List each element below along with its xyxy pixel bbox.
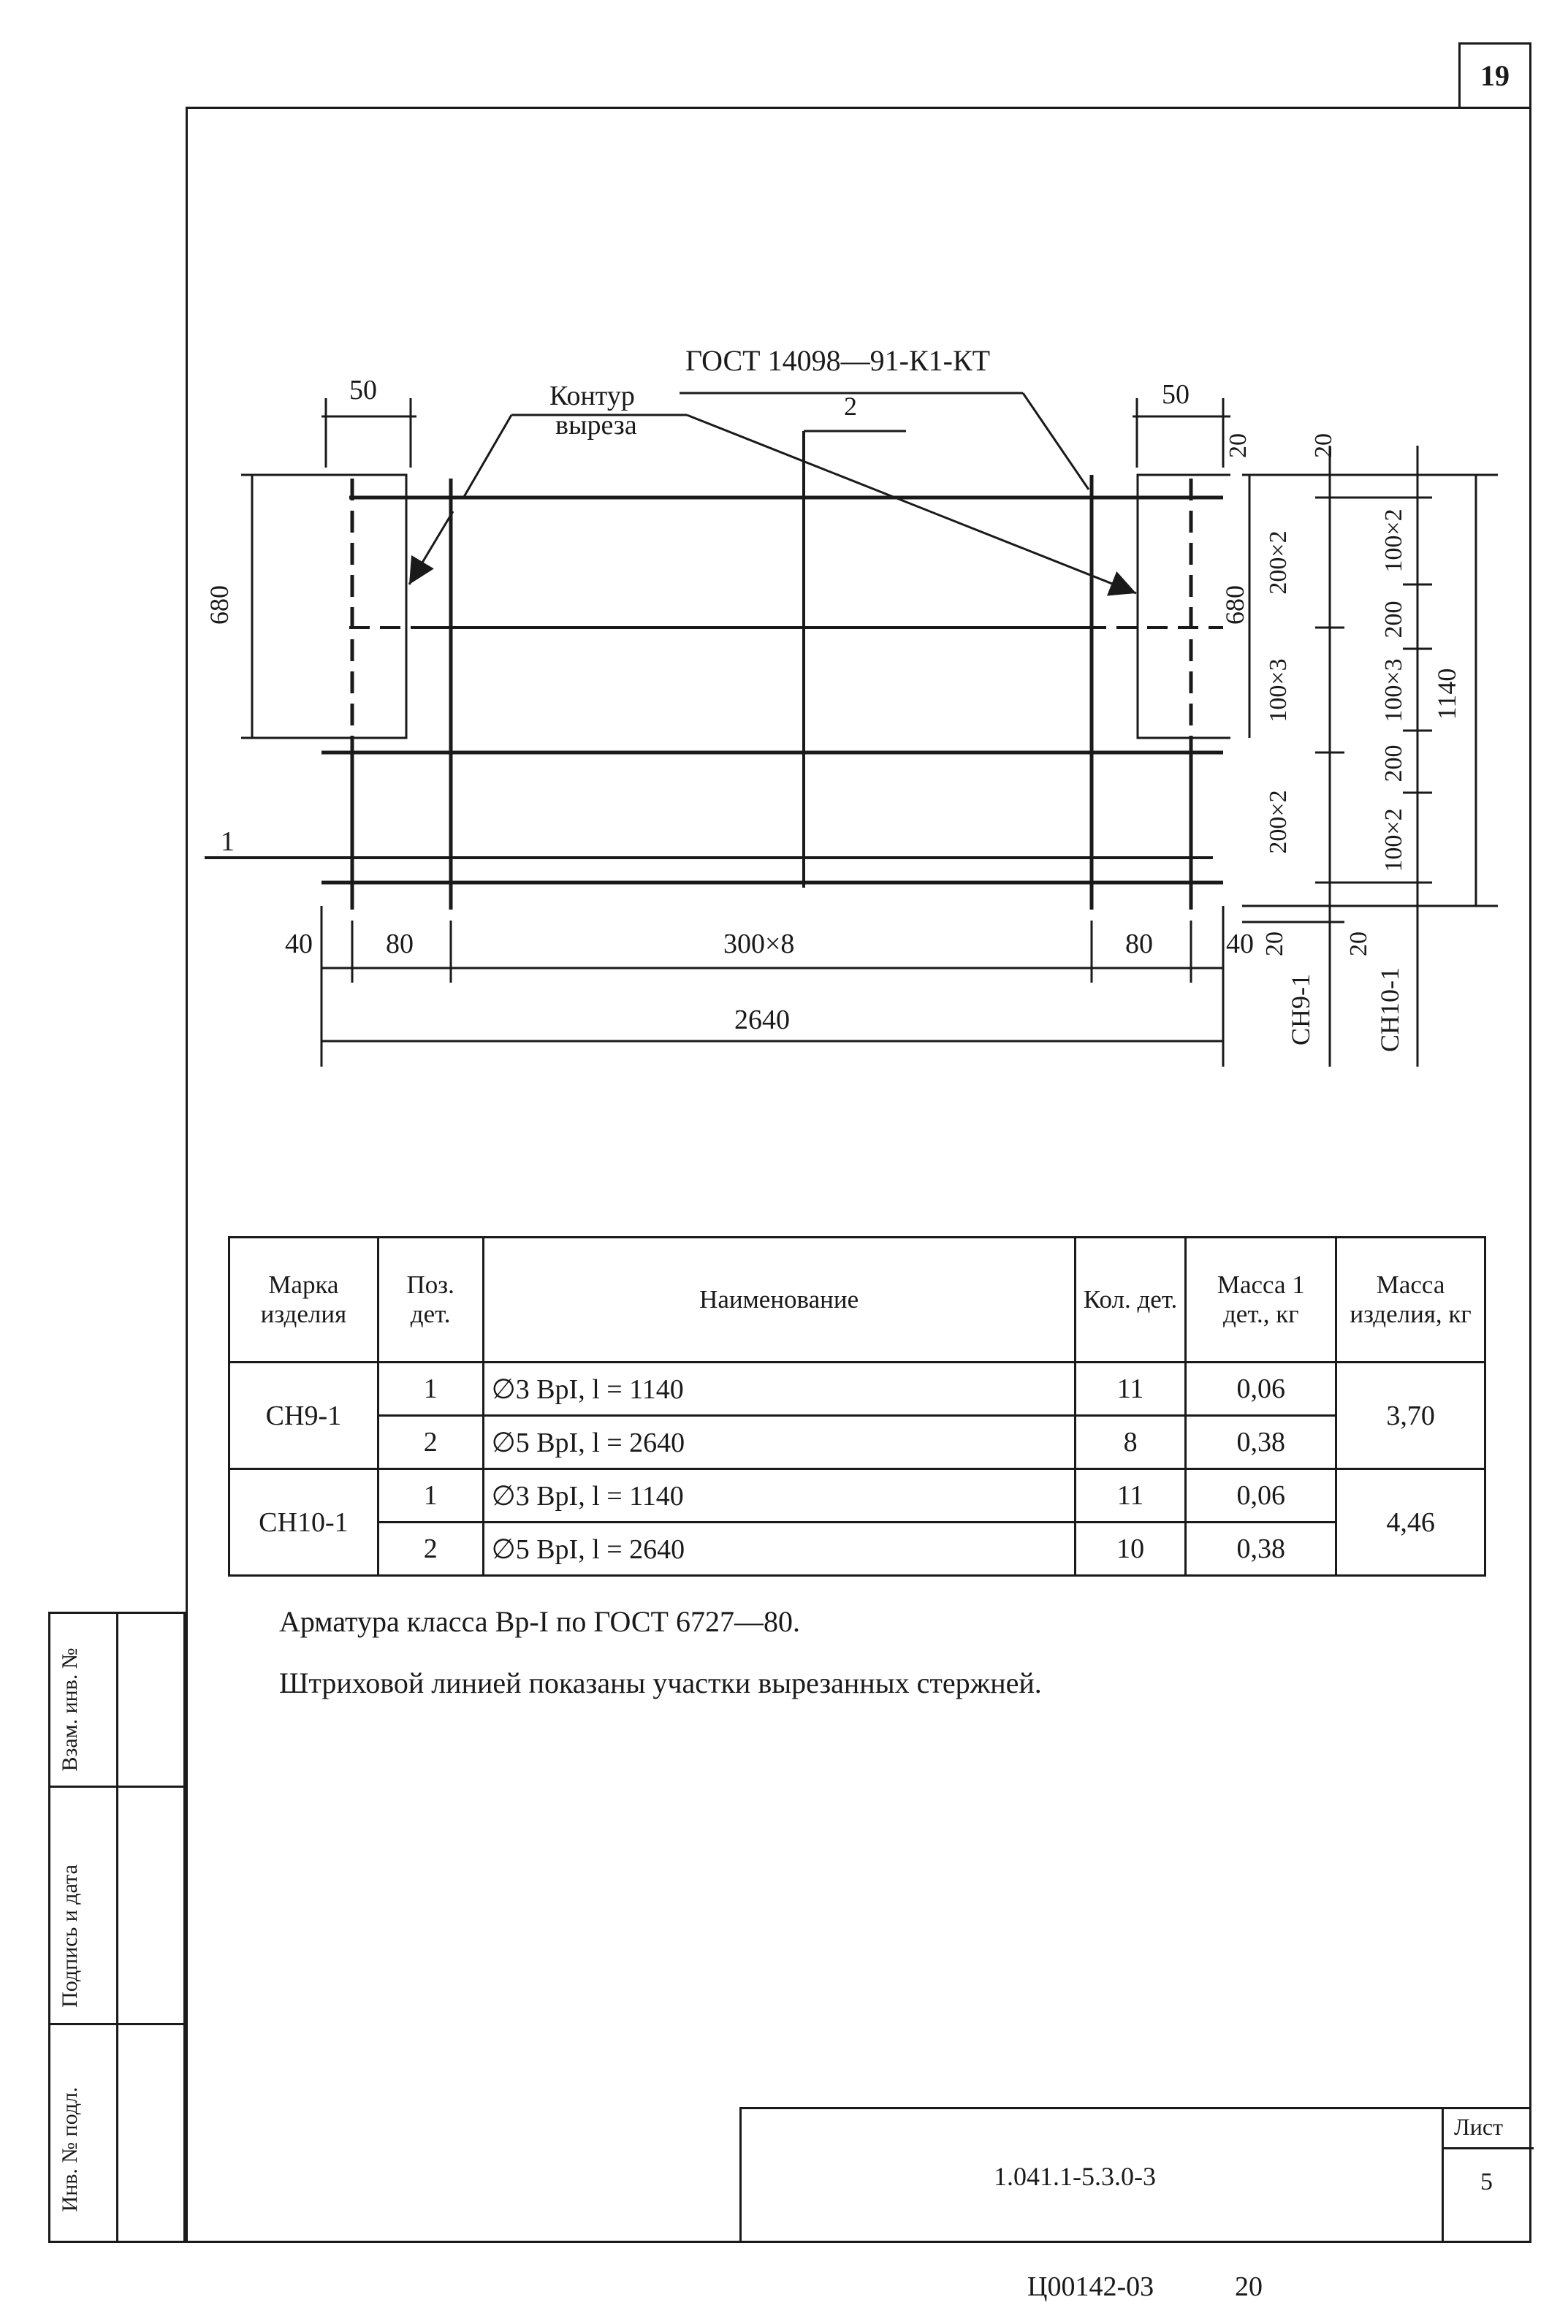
cell-mass-total: 4,46 xyxy=(1335,1468,1486,1577)
cell-name: ∅5 ВрI, l = 2640 xyxy=(482,1521,1076,1577)
mark-cn9-label: СН9-1 xyxy=(1286,974,1315,1045)
cell-qty: 8 xyxy=(1073,1414,1187,1470)
cell-pos: 1 xyxy=(376,1361,484,1417)
header-mass-total: Масса изделия, кг xyxy=(1335,1236,1486,1363)
cell-name: ∅5 ВрI, l = 2640 xyxy=(482,1414,1076,1470)
cell-mass-one: 0,06 xyxy=(1184,1468,1338,1523)
note-dashed-lines: Штриховой линией показаны участки выреза… xyxy=(279,1666,1042,1699)
header-qty: Кол. дет. xyxy=(1073,1236,1187,1363)
contour-label-2: выреза xyxy=(555,410,637,441)
contour-label: Контур xyxy=(549,381,635,411)
dim-40-left: 40 xyxy=(285,929,313,959)
cell-mark: СН9-1 xyxy=(228,1361,379,1470)
cell-pos: 1 xyxy=(376,1468,484,1523)
dim-80-right: 80 xyxy=(1125,929,1153,959)
position-2-label: 2 xyxy=(844,392,857,421)
sheet-frame xyxy=(186,107,1531,2243)
dim-100x2-bottom: 100×2 xyxy=(1380,808,1407,872)
side-stamp xyxy=(48,1612,186,2243)
dim-80-left: 80 xyxy=(386,929,414,959)
note-reinforcement-class: Арматура класса Вр-I по ГОСТ 6727—80. xyxy=(279,1605,800,1638)
title-block xyxy=(739,2107,1534,2243)
header-pos: Поз. дет. xyxy=(376,1236,484,1363)
dim-2640: 2640 xyxy=(734,1005,790,1035)
cell-name: ∅3 ВрI, l = 1140 xyxy=(482,1361,1076,1417)
dim-40-right: 40 xyxy=(1226,929,1254,959)
table-header-row: Марка изделия Поз. дет. Наименование Кол… xyxy=(228,1236,1486,1363)
dim-50-right: 50 xyxy=(1162,379,1190,410)
footer-code: Ц00142-03 xyxy=(1027,2271,1154,2302)
header-name: Наименование xyxy=(482,1236,1076,1363)
cell-pos: 2 xyxy=(376,1414,484,1470)
page-number: 19 xyxy=(1458,42,1531,107)
table-row: СН10-1 1 ∅3 ВрI, l = 1140 11 0,06 4,46 xyxy=(228,1468,1486,1577)
dim-300x8: 300×8 xyxy=(723,929,795,959)
cell-mass-one: 0,38 xyxy=(1184,1414,1338,1470)
stamp-inv-podl: Инв. № подл. xyxy=(58,2087,82,2212)
cell-qty: 11 xyxy=(1073,1361,1187,1417)
dim-1140: 1140 xyxy=(1432,668,1461,720)
dim-50-left: 50 xyxy=(349,375,377,405)
reinforcement-mesh-drawing xyxy=(205,392,1498,1067)
table-row: 2 ∅5 ВрI, l = 2640 8 0,38 xyxy=(229,1414,1485,1470)
cell-pos: 2 xyxy=(376,1521,484,1577)
sheet-number: 5 xyxy=(1480,2168,1493,2195)
cell-qty: 11 xyxy=(1073,1468,1187,1523)
dim-20-bottom-a: 20 xyxy=(1261,931,1288,956)
sheet-label: Лист xyxy=(1454,2114,1504,2140)
specification-table: Марка изделия Поз. дет. Наименование Кол… xyxy=(228,1236,1486,1577)
header-mark: Марка изделия xyxy=(228,1236,379,1363)
dim-680-left: 680 xyxy=(205,585,234,625)
stamp-podpis-data: Подпись и дата xyxy=(58,1864,82,2008)
position-1-label: 1 xyxy=(221,826,235,857)
cell-name: ∅3 ВрI, l = 1140 xyxy=(482,1468,1076,1523)
dim-200x2-top: 200×2 xyxy=(1265,530,1292,595)
footer-number: 20 xyxy=(1235,2271,1263,2302)
mark-cn10-label: СН10-1 xyxy=(1375,967,1404,1052)
header-mass-one: Масса 1 дет., кг xyxy=(1184,1236,1338,1363)
cell-mass-one: 0,38 xyxy=(1184,1521,1338,1577)
cell-mark: СН10-1 xyxy=(228,1468,379,1577)
dim-20-top-b: 20 xyxy=(1310,433,1337,458)
cell-mass-one: 0,06 xyxy=(1184,1361,1338,1417)
dim-200x2-bottom: 200×2 xyxy=(1265,790,1292,854)
dim-680-right: 680 xyxy=(1220,585,1249,625)
dim-20-top-a: 20 xyxy=(1225,433,1252,458)
cell-mass-total: 3,70 xyxy=(1335,1361,1486,1470)
dim-20-bottom-b: 20 xyxy=(1345,931,1372,956)
cell-qty: 10 xyxy=(1073,1521,1187,1577)
gost-label: ГОСТ 14098—91-К1-КТ xyxy=(685,344,991,377)
dim-100x3-a: 100×3 xyxy=(1265,658,1292,723)
table-row: СН9-1 1 ∅3 ВрI, l = 1140 11 0,06 3,70 xyxy=(228,1361,1486,1470)
document-code: 1.041.1-5.3.0-3 xyxy=(994,2162,1156,2191)
stamp-vzam-inv: Взам. инв. № xyxy=(58,1647,82,1772)
table-row: 2 ∅5 ВрI, l = 2640 10 0,38 xyxy=(229,1521,1485,1577)
